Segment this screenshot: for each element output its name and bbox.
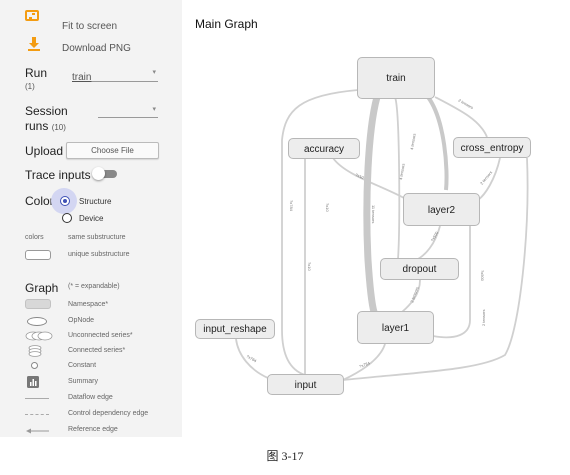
edge-layer2-dropout xyxy=(417,225,441,260)
unique-substructure-label: unique substructure xyxy=(68,251,130,258)
graph-edges: ?x784 ?x10 ?x10 11 tensors 4 tensors 4 t… xyxy=(235,89,529,381)
figure-caption: 图 3-17 xyxy=(266,449,304,463)
radio-structure[interactable] xyxy=(60,196,71,207)
edge-cross-entropy-input xyxy=(342,157,529,381)
edge-train-input-reshape xyxy=(281,89,359,376)
sidebar: Fit to screen Download PNG Run (1) train… xyxy=(0,0,182,437)
edge-label-a: ?x784 xyxy=(289,200,294,212)
download-png-button[interactable]: Download PNG xyxy=(62,43,131,54)
edge-label-h: 4 tensors xyxy=(409,133,417,150)
edge-label-m: 2 tensors xyxy=(409,286,419,303)
download-icon[interactable] xyxy=(27,36,41,52)
graph-label: Graph xyxy=(25,281,59,295)
radio-structure-label: Structure xyxy=(79,197,112,206)
color-label: Color xyxy=(25,194,54,208)
summary-icon xyxy=(27,376,39,388)
legend-connected-series-label: Connected series* xyxy=(68,347,126,354)
edge-input-reshape-input xyxy=(235,338,269,379)
unique-substructure-swatch xyxy=(25,250,51,260)
edge-layer2-layer1 xyxy=(432,226,471,339)
edge-train-dropout xyxy=(394,96,401,260)
upload-label: Upload xyxy=(25,144,64,158)
fit-to-screen-button[interactable]: Fit to screen xyxy=(62,21,118,32)
edge-label-o: ?x500 xyxy=(480,270,485,282)
legend-constant-label: Constant xyxy=(68,362,97,369)
edge-train-layer1-thick xyxy=(363,96,381,313)
trace-inputs-toggle[interactable] xyxy=(92,167,118,181)
edge-train-cross-entropy xyxy=(434,96,488,138)
session-runs-select[interactable]: ▾ xyxy=(98,105,158,118)
legend-reference-edge-label: Reference edge xyxy=(68,426,118,433)
radio-device-label: Device xyxy=(79,214,104,223)
node-layer1[interactable]: layer1 xyxy=(357,311,434,344)
session-label: Session xyxy=(25,104,68,118)
run-label: Run xyxy=(25,66,48,80)
node-input-reshape[interactable]: input_reshape xyxy=(195,319,275,339)
legend-summary-label: Summary xyxy=(68,378,98,385)
opnode-icon xyxy=(27,317,47,326)
node-input[interactable]: input xyxy=(267,374,344,395)
session-runs-label: runs (10) xyxy=(25,119,66,133)
edge-label-c: ?x784 xyxy=(359,360,372,369)
dataflow-edge-icon xyxy=(25,398,49,399)
chevron-down-icon: ▾ xyxy=(152,69,156,76)
unconnected-series-icon xyxy=(25,331,53,341)
toggle-track xyxy=(95,170,117,178)
expandable-note: (* = expandable) xyxy=(68,283,120,290)
edge-train-layer2-thick xyxy=(426,95,449,191)
fit-to-screen-icon[interactable] xyxy=(25,10,39,21)
chevron-down-icon: ▾ xyxy=(152,106,156,113)
namespace-icon xyxy=(25,299,51,309)
radio-device[interactable] xyxy=(62,213,73,224)
edge-label-b: ?x784 xyxy=(246,354,259,364)
run-select-value: train xyxy=(72,72,92,83)
legend-dataflow-edge-label: Dataflow edge xyxy=(68,394,113,401)
connected-series-icon xyxy=(28,345,42,357)
toggle-knob xyxy=(92,167,105,180)
reference-edge-icon xyxy=(26,428,49,434)
legend-control-dependency-edge-label: Control dependency edge xyxy=(68,410,149,417)
edge-label-l: ?x500 xyxy=(430,230,440,243)
edge-label-e: ?x10 xyxy=(355,172,366,180)
constant-icon xyxy=(31,362,38,369)
control-dependency-edge-icon xyxy=(25,414,49,415)
node-train[interactable]: train xyxy=(357,57,435,99)
node-dropout[interactable]: dropout xyxy=(380,258,459,280)
node-layer2[interactable]: layer2 xyxy=(403,193,480,226)
node-accuracy[interactable]: accuracy xyxy=(288,138,360,159)
edge-label-k: 11 tensors xyxy=(371,205,376,223)
run-select[interactable]: train ▾ xyxy=(72,67,158,83)
run-count: (1) xyxy=(25,82,35,91)
edge-label-f: ?x10 xyxy=(325,203,330,212)
radio-selected-icon xyxy=(60,196,70,206)
edge-label-g: 4 tensors xyxy=(398,163,406,180)
graph-title: Main Graph xyxy=(195,17,258,31)
colors-label: colors xyxy=(25,234,44,241)
edge-layer1-input xyxy=(342,343,386,381)
legend-namespace-label: Namespace* xyxy=(68,301,109,308)
radio-unselected-icon xyxy=(62,213,72,223)
edge-dropout-layer1 xyxy=(401,279,421,313)
same-substructure-label: same substructure xyxy=(68,234,126,241)
edge-label-i: 2 tensors xyxy=(458,98,475,111)
legend-unconnected-series-label: Unconnected series* xyxy=(68,332,133,339)
choose-file-button[interactable]: Choose File xyxy=(66,142,159,159)
edge-label-n: 2 tensors xyxy=(481,310,486,326)
node-cross-entropy[interactable]: cross_entropy xyxy=(453,137,531,158)
trace-inputs-label: Trace inputs xyxy=(25,168,91,182)
legend-opnode-label: OpNode xyxy=(68,317,95,324)
edge-label-d: ?x10 xyxy=(307,262,312,271)
